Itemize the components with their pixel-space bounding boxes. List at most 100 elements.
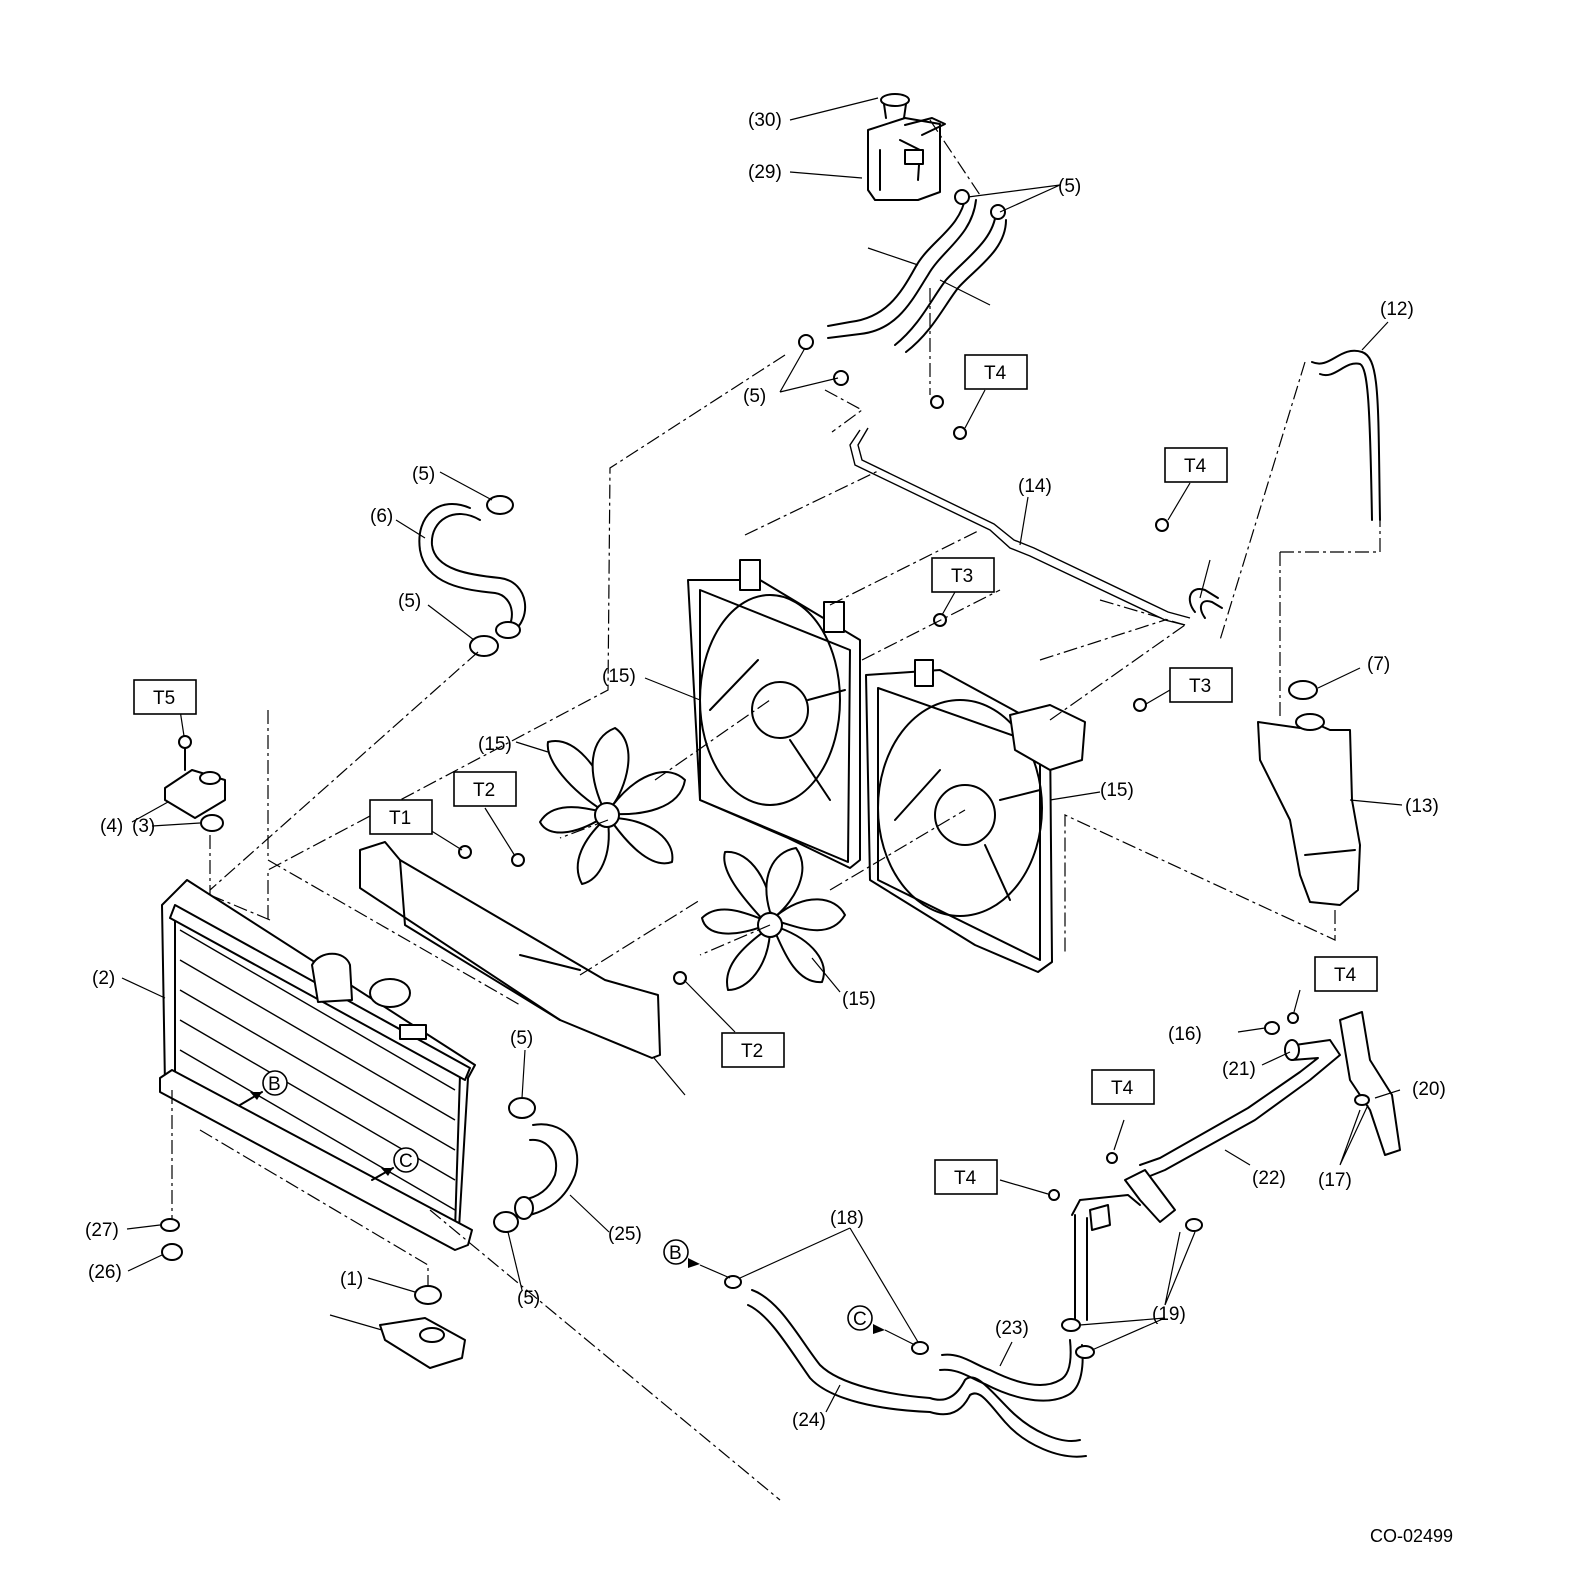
torque-box-t4e <box>934 1159 998 1195</box>
pipe-t-joint <box>1071 1194 1141 1321</box>
marker-label-c: C <box>853 1309 867 1330</box>
torque-box-t2b <box>721 1032 785 1068</box>
torque-label-t4: T4 <box>1111 1078 1134 1099</box>
torque-label-t4: T4 <box>954 1168 977 1189</box>
part-label-23: (27) <box>85 1220 119 1241</box>
part-label-5: (5) <box>510 1028 533 1049</box>
part-label-17: (21) <box>1222 1059 1256 1080</box>
part-label-9: (13) <box>1405 796 1439 817</box>
pipe-bracket-16 <box>1339 1011 1401 1156</box>
reservoir-tank-9 <box>1257 713 1361 906</box>
part-label-2: (2) <box>92 968 115 989</box>
part-label-5: (5) <box>398 591 421 612</box>
part-label-20: (24) <box>792 1410 826 1431</box>
part-label-5: (5) <box>743 386 766 407</box>
torque-box-t4a <box>964 354 1028 390</box>
shroud-bracket-10 <box>849 427 1191 626</box>
torque-box-t4b <box>1164 447 1228 483</box>
part-label-22: (26) <box>88 1262 122 1283</box>
torque-box-t2a <box>453 771 517 807</box>
part-label-13: (15) <box>478 734 512 755</box>
diagram-code: CO-02499 <box>1370 1526 1453 1546</box>
torque-label-t4: T4 <box>1184 456 1207 477</box>
part-label-18: (22) <box>1252 1168 1286 1189</box>
torque-box-t4c <box>1314 956 1378 992</box>
reserve-tank-24 <box>867 117 946 201</box>
marker-label-c: C <box>399 1151 413 1172</box>
torque-box-t4d <box>1091 1069 1155 1105</box>
grommet-22 <box>161 1243 183 1261</box>
radiator-2 <box>159 879 476 1251</box>
part-label-15: (16) <box>1168 1024 1202 1045</box>
hose-clamp-5-upper <box>469 495 514 657</box>
part-label-24: (29) <box>748 162 782 183</box>
cushion-3 <box>200 814 224 832</box>
part-label-6: (6) <box>370 506 393 527</box>
part-label-15: (19) <box>1152 1304 1186 1325</box>
hose-clamp-15 <box>724 1021 1370 1359</box>
lower-bracket-28 <box>379 1317 466 1369</box>
pipe-17 <box>1284 1039 1300 1061</box>
cushion-1 <box>414 1285 442 1305</box>
part-labels: (30) (29) (5) (12) (5) (5) (14) (6) (5) … <box>85 110 1446 1431</box>
part-label-5: (5) <box>412 464 435 485</box>
hose-19 <box>939 1339 1084 1402</box>
torque-label-t3: T3 <box>1189 676 1211 697</box>
torque-boxes <box>133 354 1378 1195</box>
fan-shroud-12 <box>865 659 1086 973</box>
torque-label-t1: T1 <box>389 808 411 829</box>
connection-marker-labels: B C B C <box>268 1074 867 1330</box>
torque-label-t5: T5 <box>153 688 175 709</box>
connection-marker-circles <box>262 1070 873 1331</box>
part-label-8: (12) <box>1380 299 1414 320</box>
part-label-15: (17) <box>1318 1170 1352 1191</box>
nut-23 <box>160 1218 180 1232</box>
hose-20 <box>747 1289 1087 1458</box>
torque-label-t4: T4 <box>984 363 1007 384</box>
connection-arrows <box>239 1091 885 1334</box>
torque-label-t2: T2 <box>473 780 495 801</box>
part-label-11: (15) <box>602 666 636 687</box>
bolts <box>458 426 1299 1201</box>
part-label-16: (20) <box>1412 1079 1446 1100</box>
pipe-18 <box>1124 1039 1341 1223</box>
reservoir-cap-7 <box>1288 680 1318 700</box>
overflow-hose-27 <box>827 194 977 339</box>
part-label-3: (3) <box>132 816 155 837</box>
part-label-14: (15) <box>842 989 876 1010</box>
marker-label-b: B <box>669 1243 682 1264</box>
part-label-25: (30) <box>748 110 782 131</box>
marker-label-b: B <box>268 1074 281 1095</box>
fan-14 <box>701 847 846 991</box>
upper-bracket-4 <box>164 769 226 819</box>
overflow-hose-26 <box>894 211 1007 353</box>
torque-label-t3: T3 <box>951 566 973 587</box>
part-label-4: (4) <box>100 816 123 837</box>
torque-box-t3b <box>1169 667 1233 703</box>
upper-radiator-hose-6 <box>418 503 527 639</box>
fan-shroud-11 <box>687 559 861 869</box>
part-label-10: (14) <box>1018 476 1052 497</box>
part-label-19: (23) <box>995 1318 1029 1339</box>
bolt-t5 <box>178 735 192 771</box>
torque-box-t3a <box>931 557 995 593</box>
tank-cap-25 <box>880 93 910 119</box>
air-guide-30 <box>359 841 661 1059</box>
overflow-hose-8 <box>1311 349 1381 521</box>
alignment-lines <box>171 119 1381 1501</box>
part-label-5: (5) <box>517 1288 540 1309</box>
lower-radiator-hose-21 <box>514 1123 579 1220</box>
torque-labels: T5 T1 T2 T2 T3 T3 T4 T4 T4 T4 T4 <box>153 363 1357 1189</box>
part-label-1: (1) <box>340 1269 363 1290</box>
part-label-15: (18) <box>830 1208 864 1229</box>
torque-box-t5 <box>133 679 197 715</box>
part-label-7: (7) <box>1367 654 1390 675</box>
part-label-12: (15) <box>1100 780 1134 801</box>
fan-13 <box>539 727 686 885</box>
torque-label-t4: T4 <box>1334 965 1357 986</box>
part-label-5: (5) <box>1058 176 1081 197</box>
torque-label-t2: T2 <box>741 1041 763 1062</box>
hose-29 <box>1188 588 1223 619</box>
hose-clamp-5 <box>798 189 1006 409</box>
